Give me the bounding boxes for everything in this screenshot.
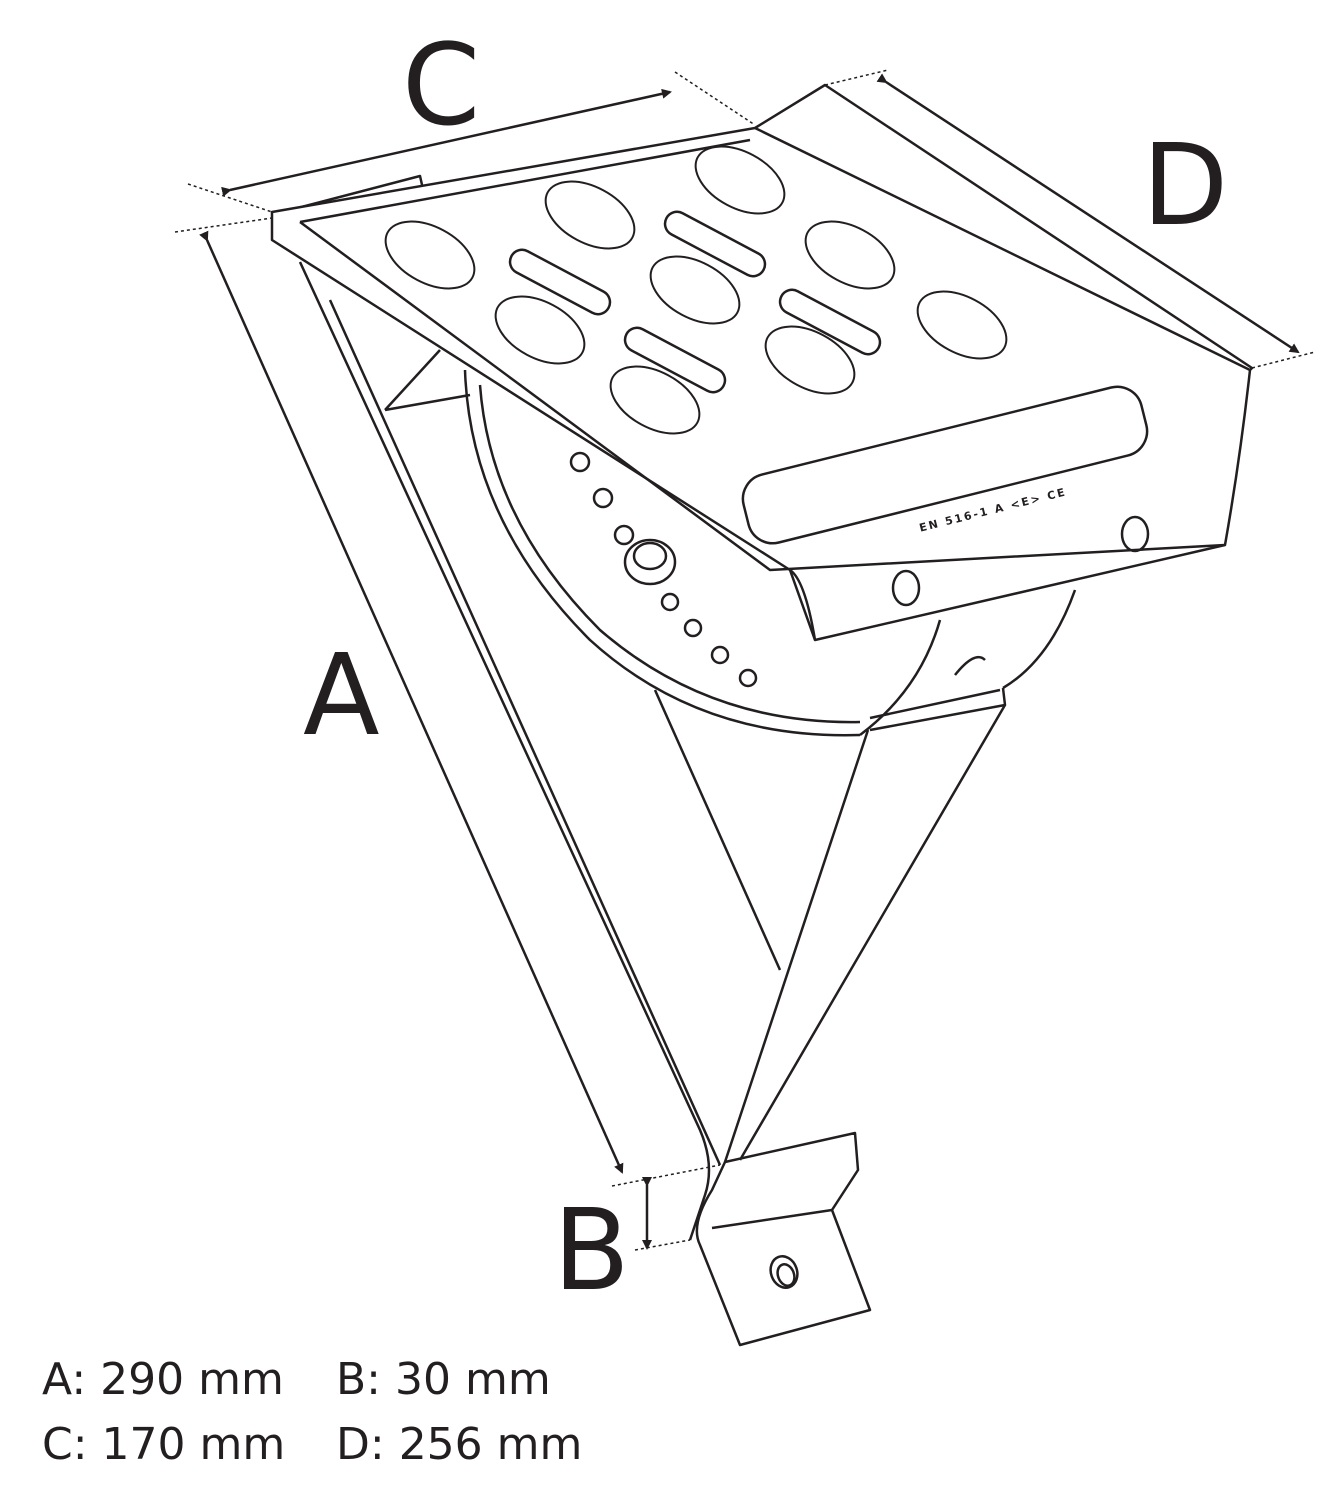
mounting-foot [695, 1131, 872, 1347]
spec-c: C: 170 mm [42, 1419, 286, 1470]
extension-lines [174, 69, 1316, 1251]
spec-d: D: 256 mm [336, 1419, 583, 1470]
dimension-label-b: B [553, 1186, 630, 1316]
dimension-label-c: C [402, 21, 481, 151]
spec-a: A: 290 mm [42, 1354, 284, 1405]
dimension-label-a: A [303, 631, 380, 761]
dimension-lines [199, 73, 1300, 1250]
spec-b: B: 30 mm [336, 1354, 551, 1405]
dimension-label-d: D [1142, 121, 1229, 251]
step-tread [270, 83, 1254, 642]
